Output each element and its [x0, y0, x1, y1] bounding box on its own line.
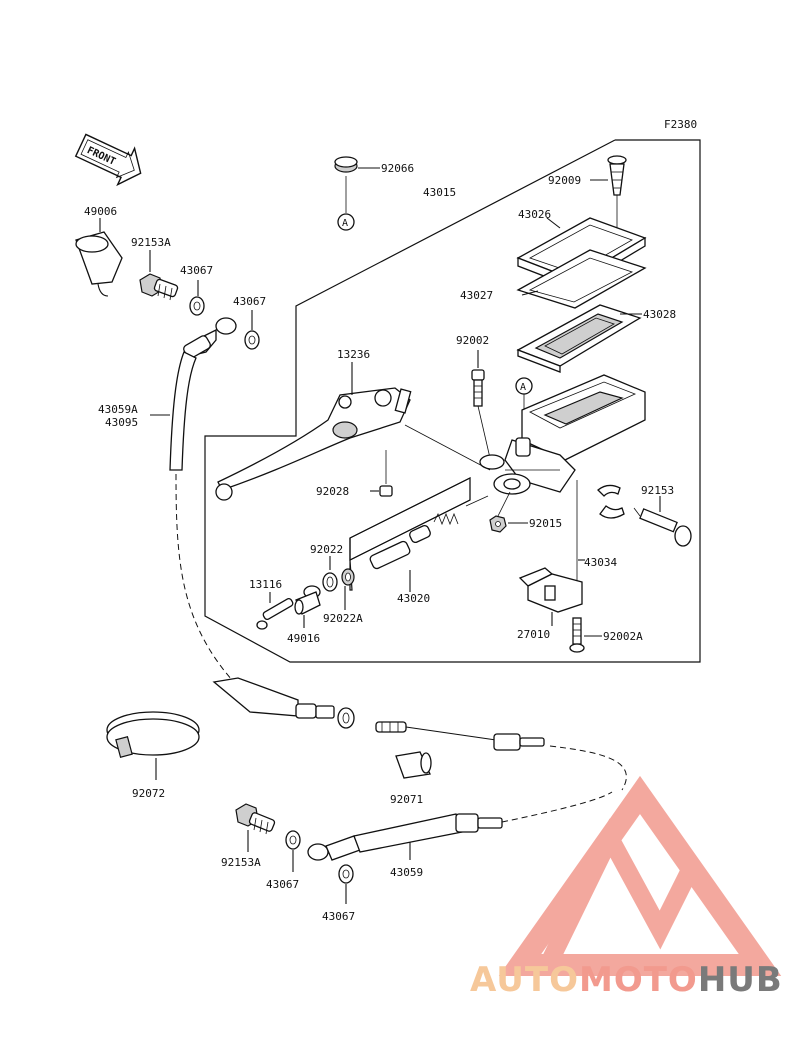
label-13236: 13236 [337, 348, 370, 361]
part-43067-washer-c [285, 830, 301, 872]
label-43067-d: 43067 [322, 910, 355, 923]
label-92071: 92071 [390, 793, 423, 806]
part-92002-screw [471, 350, 491, 459]
label-43067-b: 43067 [233, 295, 266, 308]
svg-text:A: A [520, 382, 526, 393]
part-hose-lower [212, 677, 355, 729]
part-92153A-bolt-top [139, 250, 179, 301]
ref-marker-a-top: A [337, 176, 355, 231]
watermark-logo: AUTOMOTOHUB [470, 960, 783, 1000]
label-43095: 43095 [105, 416, 138, 429]
label-49006: 49006 [84, 205, 117, 218]
label-92002A: 92002A [603, 630, 643, 643]
part-92071-collar [395, 751, 432, 779]
label-92153A-top: 92153A [131, 236, 171, 249]
hose-route-line [175, 473, 233, 681]
label-92022: 92022 [310, 543, 343, 556]
part-92153A-bolt-bottom [235, 803, 276, 852]
part-43027-plate [516, 249, 647, 309]
label-43034: 43034 [584, 556, 617, 569]
label-92022A: 92022A [323, 612, 363, 625]
watermark-triangle-icon [498, 775, 782, 976]
front-arrow-icon: FRONT [74, 133, 142, 187]
label-13116: 13116 [249, 578, 282, 591]
part-92022-ring [322, 556, 338, 592]
label-92015: 92015 [529, 517, 562, 530]
part-92028-pivot [370, 450, 393, 497]
part-43067-washer-b [244, 310, 260, 350]
label-43067-c: 43067 [266, 878, 299, 891]
part-clutch-cable [375, 721, 627, 791]
label-92002: 92002 [456, 334, 489, 347]
label-43020: 43020 [397, 592, 430, 605]
part-43059-hose [307, 791, 613, 861]
label-43015: 43015 [423, 186, 456, 199]
part-92072-band [106, 711, 200, 780]
label-92153: 92153 [641, 484, 674, 497]
part-92066-cap [334, 156, 380, 173]
part-43020-piston-kit [349, 477, 489, 592]
part-43067-washer-d [338, 864, 354, 904]
part-92153-clamp [597, 484, 692, 547]
part-92009-screw [590, 155, 627, 235]
svg-text:A: A [342, 218, 348, 229]
part-13116-pushrod [256, 592, 294, 630]
part-49006-cover [75, 218, 123, 297]
label-92028: 92028 [316, 485, 349, 498]
part-43067-washer-a [189, 280, 205, 316]
label-43067-a: 43067 [180, 264, 213, 277]
part-92022A-ring [341, 568, 355, 610]
part-43059A-hose [150, 317, 237, 471]
label-43027: 43027 [460, 289, 493, 302]
part-92015-nut [489, 491, 528, 533]
label-92072: 92072 [132, 787, 165, 800]
label-43059A: 43059A [98, 403, 138, 416]
label-27010: 27010 [517, 628, 550, 641]
part-27010-switch [518, 567, 583, 626]
assembly-frame [204, 139, 701, 663]
label-49016: 49016 [287, 632, 320, 645]
label-92066: 92066 [381, 162, 414, 175]
figure-code: F2380 [664, 118, 697, 131]
label-43026: 43026 [518, 208, 551, 221]
part-49016-boot [294, 585, 321, 628]
part-92002A-screw [569, 617, 602, 653]
label-92009: 92009 [548, 174, 581, 187]
part-13236-lever [215, 362, 491, 501]
part-43034-master-cylinder [479, 374, 646, 600]
label-43028: 43028 [643, 308, 676, 321]
label-92153A-bottom: 92153A [221, 856, 261, 869]
label-43059: 43059 [390, 866, 423, 879]
part-43028-diaphragm [516, 304, 642, 373]
